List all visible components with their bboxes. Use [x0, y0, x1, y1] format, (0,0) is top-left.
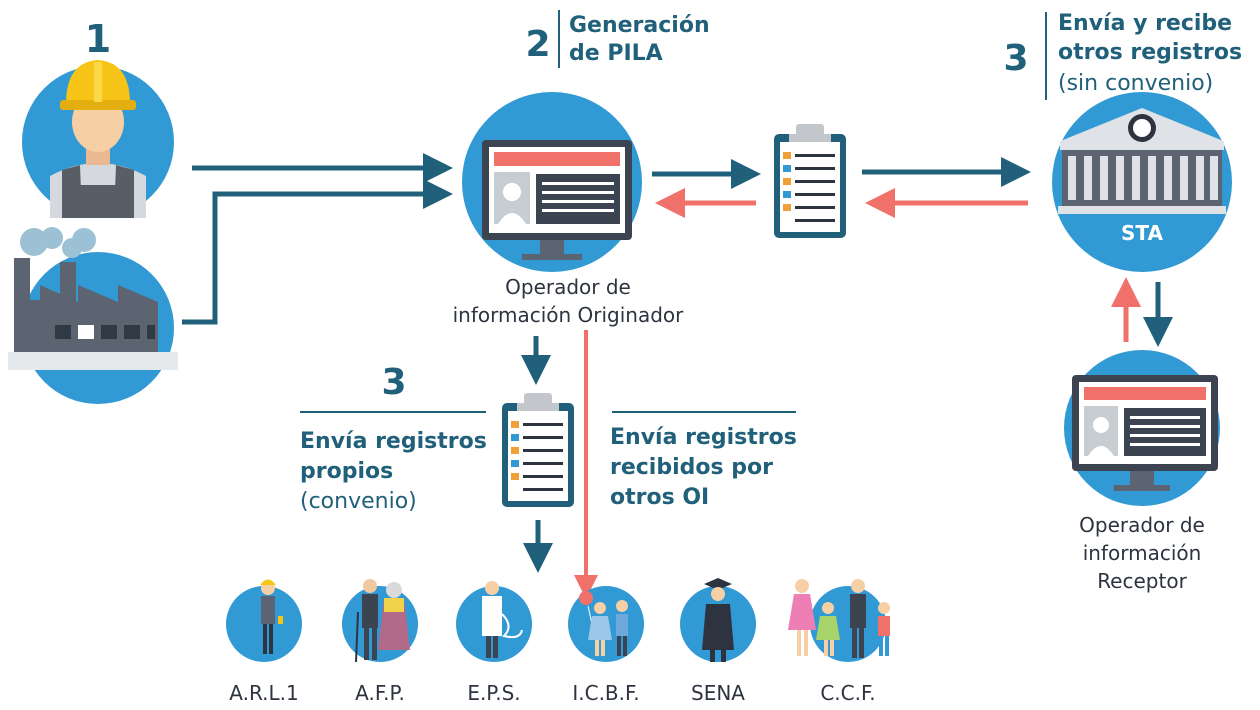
- sena-entity-icon: [680, 578, 756, 662]
- factory-icon: [8, 227, 178, 404]
- step3-left-title-line1: Envía registros: [300, 429, 487, 454]
- entity-label-eps: E.P.S.: [467, 681, 520, 705]
- entity-label-arl: A.R.L.1: [229, 681, 298, 705]
- worker-icon: [22, 60, 174, 218]
- sta-label: STA: [1121, 221, 1163, 245]
- entity-label-ccf: C.C.F.: [820, 681, 875, 705]
- step3-right-number: 3: [1003, 38, 1028, 79]
- center-note-line1: Envía registros: [610, 425, 797, 450]
- step3-left-subtitle: (convenio): [300, 489, 417, 514]
- step2-title-line1: Generación: [569, 13, 710, 38]
- clipboard-icon: [774, 124, 846, 238]
- government-building-icon: [1052, 92, 1232, 272]
- arrow-icon: [182, 153, 453, 325]
- step3-right-title-line1: Envía y recibe: [1058, 11, 1232, 36]
- step1-number: 1: [85, 17, 111, 61]
- originator-label-line1: Operador de: [505, 275, 631, 299]
- entity-label-afp: A.F.P.: [355, 681, 405, 705]
- icbf-entity-icon: [568, 586, 644, 662]
- receiver-label-line2: información: [1083, 541, 1202, 565]
- afp-entity-icon: [342, 579, 418, 663]
- receiver-monitor-icon: [1064, 350, 1220, 506]
- step2-title-line2: de PILA: [569, 41, 663, 66]
- center-note-line2: recibidos por: [610, 455, 773, 480]
- arl-entity-icon: [226, 579, 302, 662]
- ccf-entity-icon: [788, 579, 890, 662]
- center-note-line3: otros OI: [610, 485, 709, 510]
- step2-number: 2: [525, 24, 550, 65]
- step3-right-title-line2: otros registros: [1058, 40, 1242, 65]
- receiver-label-line3: Receptor: [1097, 569, 1187, 593]
- step3-left-number: 3: [381, 362, 406, 403]
- originator-label-line2: información Originador: [453, 303, 685, 327]
- entity-label-sena: SENA: [691, 681, 745, 705]
- entity-label-icbf: I.C.B.F.: [572, 681, 639, 705]
- step3-left-title-line2: propios: [300, 459, 393, 484]
- receiver-label-line1: Operador de: [1079, 513, 1205, 537]
- originator-monitor-icon: [462, 92, 642, 272]
- step3-right-subtitle: (sin convenio): [1058, 71, 1213, 96]
- eps-entity-icon: [456, 581, 532, 662]
- clipboard-icon: [502, 393, 574, 507]
